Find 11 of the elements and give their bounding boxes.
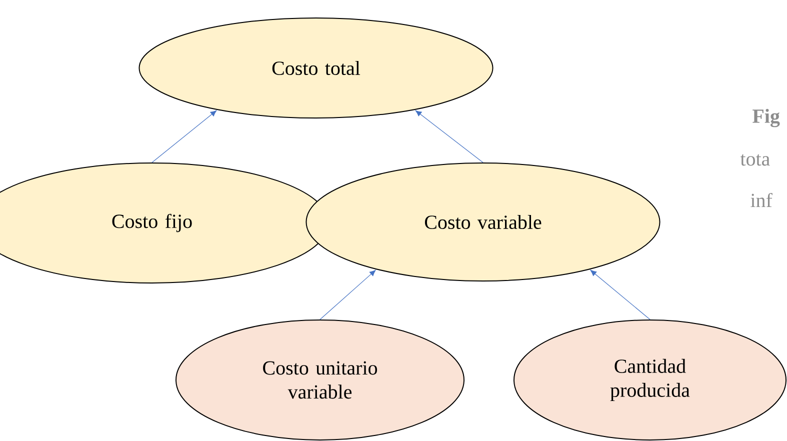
arrow (590, 270, 650, 320)
ellipse-node: Cantidad producida (514, 320, 786, 440)
arrow (320, 270, 376, 320)
caption-fragment: Fig (752, 108, 780, 128)
caption-fragment: tota (740, 154, 770, 166)
arrow (415, 110, 484, 163)
ellipse-node: Costo variable (306, 162, 660, 282)
arrow (152, 110, 217, 163)
ellipse-node: Costo unitario variable (176, 320, 464, 440)
ellipse-node: Costo total (138, 18, 494, 118)
caption-fragment: inf (750, 192, 772, 208)
